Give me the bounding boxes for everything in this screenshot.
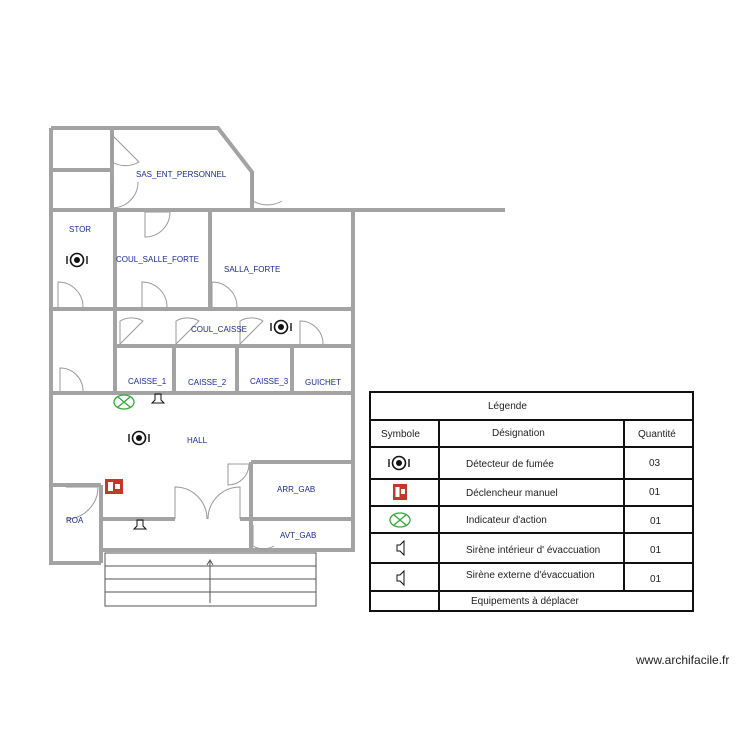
room-label-coul-caisse: COUL_CAISSE xyxy=(191,325,247,334)
smoke-detector-icon xyxy=(128,430,150,446)
door-swing xyxy=(111,181,139,209)
legend-row-designation: Déclencheur manuel xyxy=(466,488,558,499)
door-swing xyxy=(65,486,99,520)
legend-row-designation: Sirène intérieur d' évaccuation xyxy=(466,545,600,556)
outer-wall-west xyxy=(49,128,101,565)
stairs xyxy=(104,552,317,607)
legend-row-quantity: 01 xyxy=(650,516,662,527)
door-swing xyxy=(119,317,144,346)
siren-icon xyxy=(132,519,148,530)
siren-icon xyxy=(150,393,166,404)
room-label-salla-forte: SALLA_FORTE xyxy=(224,265,280,274)
door-swing xyxy=(175,317,200,346)
door-swing xyxy=(207,486,241,520)
action-indicator-icon xyxy=(113,394,135,410)
door-swing xyxy=(59,367,84,392)
legend-table xyxy=(369,391,694,612)
stair-arrow-icon xyxy=(206,559,214,566)
door-swing xyxy=(111,133,140,167)
room-label-guichet: GUICHET xyxy=(305,378,341,387)
door-swing xyxy=(57,281,84,308)
siren-icon xyxy=(396,539,405,557)
room-label-caisse-2: CAISSE_2 xyxy=(188,378,227,387)
door-swing xyxy=(174,486,208,520)
action-indicator-icon xyxy=(389,512,411,528)
legend-header-designation: Désignation xyxy=(492,428,545,439)
door-swing xyxy=(252,525,275,550)
room-label-sas: SAS_ENT_PERSONNEL xyxy=(136,170,227,179)
smoke-detector-icon xyxy=(66,252,88,268)
smoke-detector-icon xyxy=(388,455,410,471)
legend-row-designation: Indicateur d'action xyxy=(466,515,547,526)
legend-frame xyxy=(369,391,694,612)
door-swing xyxy=(141,281,168,308)
manual-call-point-icon xyxy=(393,484,407,500)
manual-call-point-icon xyxy=(105,479,123,494)
smoke-detector-icon xyxy=(270,319,292,335)
room-label-stor: STOR xyxy=(69,225,91,234)
legend-text: Légende Symbole Désignation Quantité Dét… xyxy=(381,401,676,607)
door-swing xyxy=(144,211,171,238)
legend-row-quantity: 01 xyxy=(650,574,662,585)
legend-row-quantity: 01 xyxy=(650,545,662,556)
room-label-avt-gab: AVT_GAB xyxy=(280,531,316,540)
room-label-caisse-1: CAISSE_1 xyxy=(128,377,167,386)
room-label-arr-gab: ARR_GAB xyxy=(277,485,315,494)
door-swing xyxy=(227,463,250,486)
legend-footer: Equipements à déplacer xyxy=(471,596,580,607)
door-swing xyxy=(252,172,283,206)
door-swing xyxy=(299,320,324,345)
room-labels: SAS_ENT_PERSONNEL STOR COUL_SALLE_FORTE … xyxy=(66,170,341,540)
room-label-coul-salle-forte: COUL_SALLE_FORTE xyxy=(116,255,199,264)
legend-header-quantity: Quantité xyxy=(638,429,676,440)
door-swing xyxy=(239,317,264,346)
legend-row-quantity: 01 xyxy=(649,487,661,498)
outer-wall xyxy=(51,126,505,212)
legend-row-designation: Détecteur de fumée xyxy=(466,459,554,470)
room-label-roa: ROA xyxy=(66,516,84,525)
doors xyxy=(57,133,324,550)
legend-title: Légende xyxy=(488,401,527,412)
legend-row-designation: Sirène externe d'évaccuation xyxy=(466,570,595,581)
watermark: www.archifacile.fr xyxy=(636,653,730,667)
legend-header-symbol: Symbole xyxy=(381,429,420,440)
room-label-caisse-3: CAISSE_3 xyxy=(250,377,289,386)
siren-icon xyxy=(396,569,405,587)
room-label-hall: HALL xyxy=(187,436,208,445)
legend-row-quantity: 03 xyxy=(649,458,661,469)
door-swing xyxy=(211,281,238,308)
walls xyxy=(49,126,505,565)
